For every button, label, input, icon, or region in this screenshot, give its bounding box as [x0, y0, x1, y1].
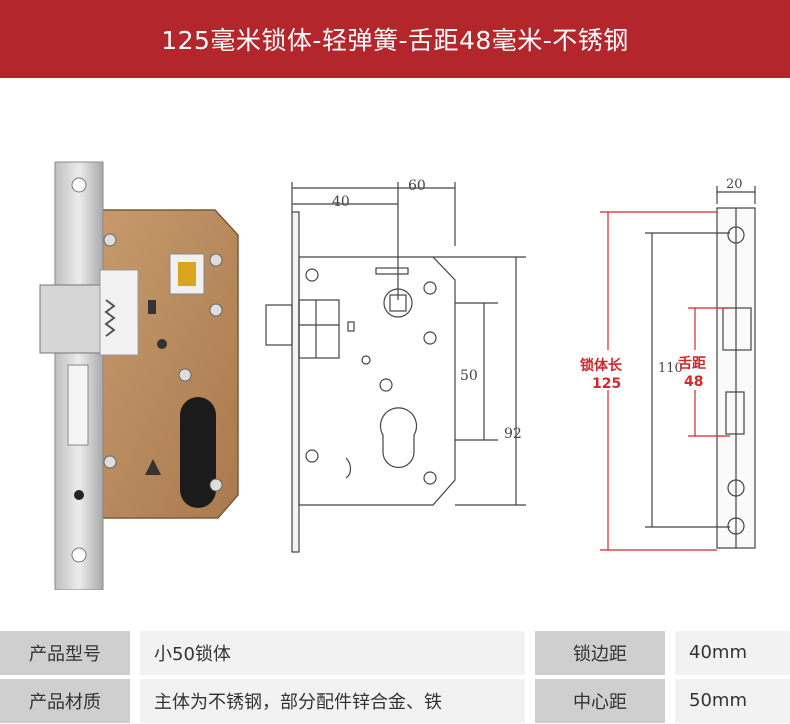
- spec-label: 锁边距: [535, 631, 665, 679]
- dim-110: 110: [658, 361, 683, 376]
- spec-value: 50mm: [675, 676, 790, 724]
- page-title: 125毫米锁体-轻弹簧-舌距48毫米-不锈钢: [0, 0, 790, 78]
- spec-label: 中心距: [535, 676, 665, 724]
- spec-value: 小50锁体: [140, 631, 525, 679]
- dim-92: 92: [504, 426, 522, 442]
- lock-photo: [39, 161, 239, 590]
- spec-value: 40mm: [675, 631, 790, 679]
- spec-label: 产品型号: [0, 631, 130, 679]
- side-diagram: 20 110 锁体长 125 舌距 48: [580, 177, 756, 551]
- dim-60: 60: [408, 178, 426, 194]
- spec-row: 产品型号 小50锁体 锁边距 40mm: [0, 631, 790, 679]
- spec-table: 产品型号 小50锁体 锁边距 40mm 产品材质 主体为不锈钢，部分配件锌合金、…: [0, 631, 790, 724]
- spec-row: 产品材质 主体为不锈钢，部分配件锌合金、铁 中心距 50mm: [0, 676, 790, 724]
- dim-50: 50: [460, 368, 478, 384]
- body-length-value: 125: [592, 376, 621, 392]
- front-diagram: 60 40 50 92: [265, 178, 526, 553]
- latch-distance-label: 舌距: [678, 355, 706, 372]
- latch-distance-value: 48: [684, 374, 703, 390]
- spec-value: 主体为不锈钢，部分配件锌合金、铁: [140, 676, 525, 724]
- body-length-label: 锁体长: [580, 357, 623, 374]
- spec-label: 产品材质: [0, 676, 130, 724]
- dim-20: 20: [726, 177, 743, 192]
- dim-40: 40: [332, 194, 350, 210]
